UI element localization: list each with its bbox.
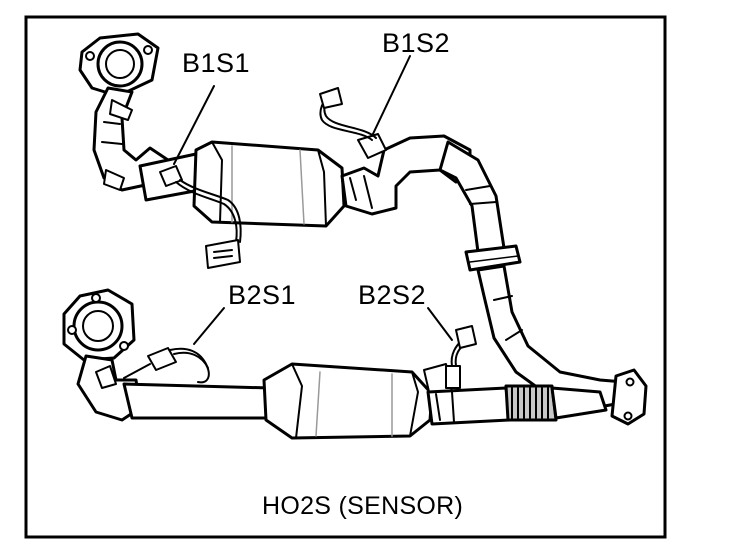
diagram-border bbox=[24, 15, 667, 539]
wiring bbox=[123, 87, 477, 384]
upper-pipe-assembly bbox=[78, 32, 522, 272]
outlet-flange bbox=[610, 368, 648, 426]
crossover-pipe bbox=[476, 264, 648, 426]
leader-lines bbox=[173, 55, 453, 345]
label-b1s1: B1S1 bbox=[182, 48, 251, 78]
b2s2-leader bbox=[427, 307, 453, 341]
b1s1-leader bbox=[173, 85, 215, 165]
upper-catalytic-converter bbox=[192, 140, 346, 228]
label-b2s2: B2S2 bbox=[358, 280, 427, 310]
crossover-flange bbox=[464, 244, 522, 272]
lower-pipe-assembly bbox=[62, 288, 608, 440]
diagram-caption: HO2S (SENSOR) bbox=[262, 492, 464, 520]
b2s1-leader bbox=[193, 307, 225, 345]
label-b1s2: B1S2 bbox=[382, 28, 451, 58]
label-b2s1: B2S1 bbox=[228, 280, 297, 310]
lower-catalytic-converter bbox=[262, 362, 434, 440]
b1s2-leader bbox=[371, 55, 411, 137]
